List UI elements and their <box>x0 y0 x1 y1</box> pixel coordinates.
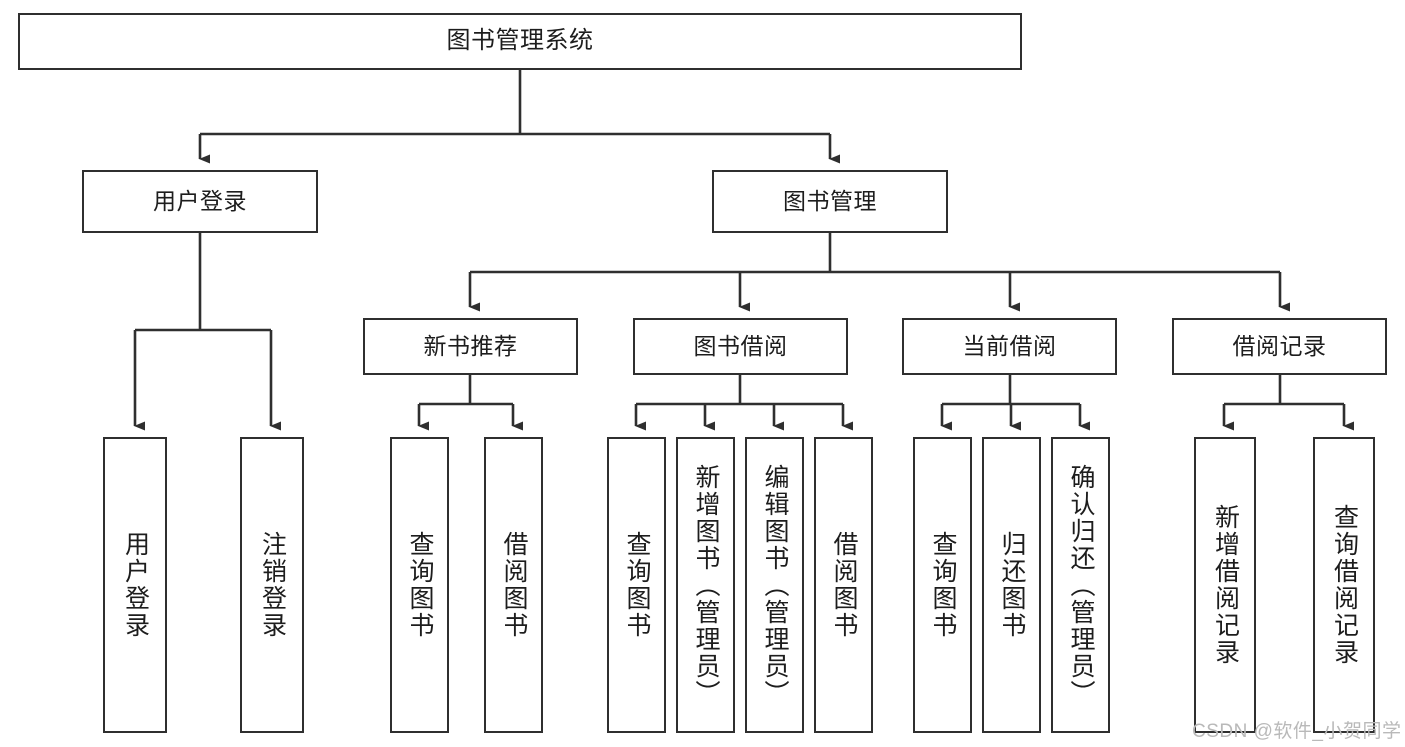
csdn-watermark: CSDN @软件_小贺同学 <box>1192 721 1402 742</box>
leaf-current-borrow-3-label: 确认归还（管理员） <box>1067 463 1095 707</box>
leaf-current-borrow-1[interactable]: 查询图书 <box>913 437 972 733</box>
node-user-login-label: 用户登录 <box>153 187 247 214</box>
node-borrow-record[interactable]: 借阅记录 <box>1172 318 1387 375</box>
leaf-book-borrow-1-label: 查询图书 <box>623 531 651 639</box>
leaf-book-borrow-3-label: 编辑图书（管理员） <box>761 463 789 707</box>
node-book-management[interactable]: 图书管理 <box>712 170 948 233</box>
leaf-user-login-2[interactable]: 注销登录 <box>240 437 304 733</box>
leaf-book-borrow-4[interactable]: 借阅图书 <box>814 437 873 733</box>
leaf-new-book-2-label: 借阅图书 <box>500 531 528 639</box>
node-book-borrow[interactable]: 图书借阅 <box>633 318 848 375</box>
node-new-book-recommend[interactable]: 新书推荐 <box>363 318 578 375</box>
node-book-borrow-label: 图书借阅 <box>693 332 788 359</box>
node-current-borrow[interactable]: 当前借阅 <box>902 318 1117 375</box>
node-root-system-label: 图书管理系统 <box>446 27 594 55</box>
leaf-new-book-1-label: 查询图书 <box>406 531 434 639</box>
leaf-new-book-2[interactable]: 借阅图书 <box>484 437 543 733</box>
leaf-borrow-record-2-label: 查询借阅记录 <box>1330 504 1359 666</box>
leaf-user-login-1[interactable]: 用户登录 <box>103 437 167 733</box>
node-user-login[interactable]: 用户登录 <box>82 170 318 233</box>
leaf-new-book-1[interactable]: 查询图书 <box>390 437 449 733</box>
node-book-management-label: 图书管理 <box>783 187 877 214</box>
leaf-user-login-2-label: 注销登录 <box>258 531 287 639</box>
node-current-borrow-label: 当前借阅 <box>962 332 1057 359</box>
leaf-book-borrow-4-label: 借阅图书 <box>830 531 858 639</box>
leaf-borrow-record-1[interactable]: 新增借阅记录 <box>1194 437 1256 733</box>
node-borrow-record-label: 借阅记录 <box>1232 332 1327 359</box>
leaf-current-borrow-2[interactable]: 归还图书 <box>982 437 1041 733</box>
leaf-current-borrow-2-label: 归还图书 <box>998 531 1026 639</box>
leaf-borrow-record-1-label: 新增借阅记录 <box>1211 504 1240 666</box>
leaf-current-borrow-1-label: 查询图书 <box>929 531 957 639</box>
leaf-book-borrow-2-label: 新增图书（管理员） <box>692 463 720 707</box>
node-new-book-recommend-label: 新书推荐 <box>423 332 518 359</box>
leaf-current-borrow-3[interactable]: 确认归还（管理员） <box>1051 437 1110 733</box>
leaf-user-login-1-label: 用户登录 <box>121 531 150 639</box>
leaf-book-borrow-3[interactable]: 编辑图书（管理员） <box>745 437 804 733</box>
leaf-book-borrow-2[interactable]: 新增图书（管理员） <box>676 437 735 733</box>
leaf-book-borrow-1[interactable]: 查询图书 <box>607 437 666 733</box>
node-root-system[interactable]: 图书管理系统 <box>18 13 1022 70</box>
leaf-borrow-record-2[interactable]: 查询借阅记录 <box>1313 437 1375 733</box>
